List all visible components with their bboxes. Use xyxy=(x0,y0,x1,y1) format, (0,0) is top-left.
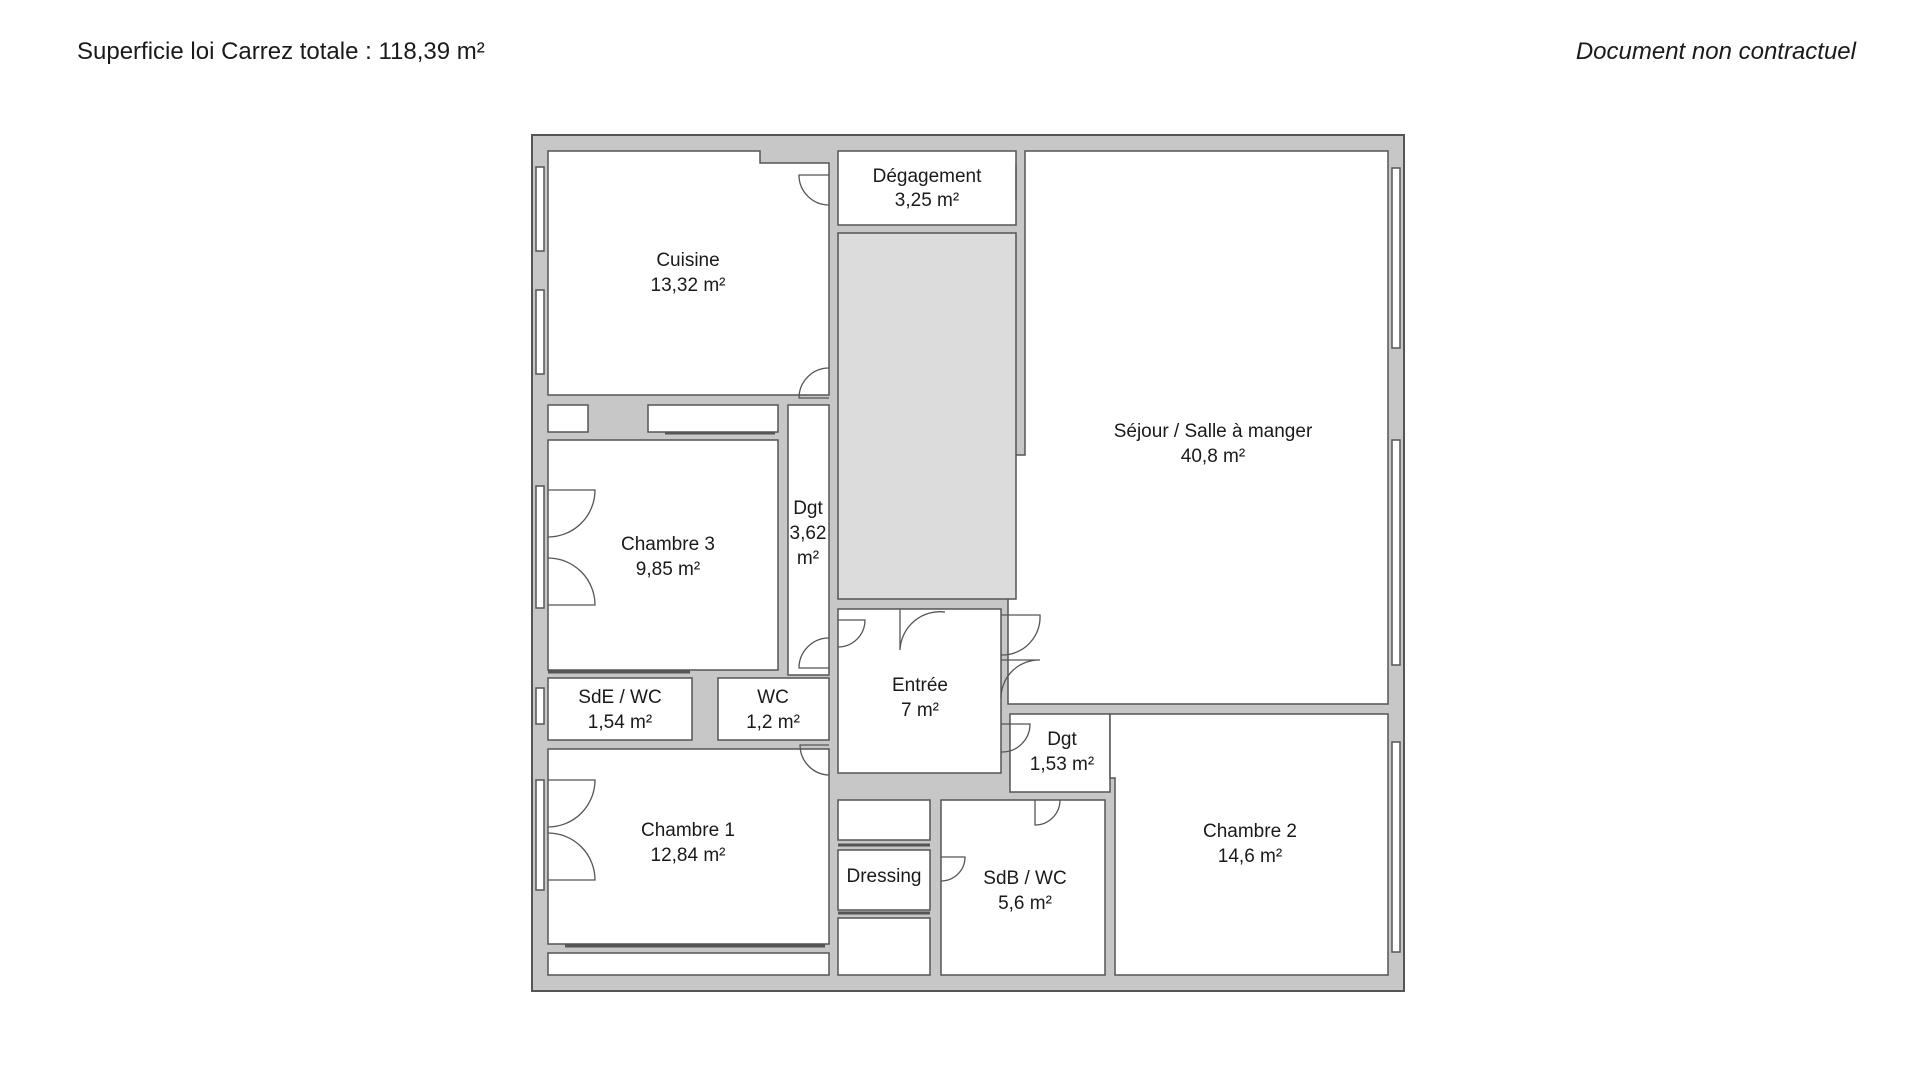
label-dgt2-name: Dgt xyxy=(1047,729,1077,750)
room-sejour xyxy=(1007,150,1389,705)
room-chambre-3 xyxy=(547,439,779,671)
label-dgt1-name: Dgt xyxy=(793,498,823,519)
closet-dressing-bottom xyxy=(837,917,931,976)
room-dgt-2 xyxy=(1009,713,1111,793)
closet-1 xyxy=(547,404,589,433)
label-sde-area: 1,54 m² xyxy=(588,712,652,733)
doors xyxy=(547,165,1061,882)
label-chambre3-area: 9,85 m² xyxy=(636,559,700,580)
room-wc xyxy=(717,677,830,741)
label-degagement-name: Dégagement xyxy=(873,166,983,187)
room-chambre-2 xyxy=(1109,713,1389,976)
unmeasured-zone xyxy=(837,232,1017,600)
windows xyxy=(535,166,1401,953)
label-sde-name: SdE / WC xyxy=(578,687,661,708)
room-labels: Dégagement 3,25 m² Cuisine 13,32 m² Séjo… xyxy=(578,166,1313,914)
label-degagement-area: 3,25 m² xyxy=(895,190,959,211)
label-sdb-name: SdB / WC xyxy=(983,868,1066,889)
label-sdb-area: 5,6 m² xyxy=(998,893,1052,914)
room-dgt-1 xyxy=(787,404,830,676)
total-area-label: Superficie loi Carrez totale : 118,39 m² xyxy=(77,38,485,65)
closet-2 xyxy=(647,404,779,433)
room-sdb-wc xyxy=(940,799,1106,976)
label-dgt1-area-1: 3,62 xyxy=(790,523,827,544)
label-cuisine-area: 13,32 m² xyxy=(651,275,726,296)
room-sde-wc xyxy=(547,677,693,741)
sliding-doors xyxy=(548,431,930,948)
wardrobe-chambre-1 xyxy=(547,952,830,976)
room-chambre-1 xyxy=(547,748,830,945)
room-dressing xyxy=(837,849,931,911)
label-wc-area: 1,2 m² xyxy=(746,712,800,733)
label-chambre2-area: 14,6 m² xyxy=(1218,846,1282,867)
label-chambre3-name: Chambre 3 xyxy=(621,534,715,555)
label-dgt2-area: 1,53 m² xyxy=(1030,754,1094,775)
label-dgt1-area-2: m² xyxy=(797,548,819,569)
room-entree xyxy=(837,608,1002,774)
room-cuisine xyxy=(547,150,830,396)
label-sejour-name: Séjour / Salle à manger xyxy=(1114,421,1313,442)
disclaimer-label: Document non contractuel xyxy=(1575,38,1856,65)
label-wc-name: WC xyxy=(757,687,789,708)
label-cuisine-name: Cuisine xyxy=(656,250,719,271)
label-entree-area: 7 m² xyxy=(901,700,939,721)
label-entree-name: Entrée xyxy=(892,675,948,696)
closet-dressing-top xyxy=(837,799,931,841)
label-sejour-area: 40,8 m² xyxy=(1181,446,1245,467)
room-degagement xyxy=(837,150,1017,226)
label-dressing-name: Dressing xyxy=(847,866,922,887)
label-chambre1-area: 12,84 m² xyxy=(651,845,726,866)
label-chambre2-name: Chambre 2 xyxy=(1203,821,1297,842)
label-chambre1-name: Chambre 1 xyxy=(641,820,735,841)
